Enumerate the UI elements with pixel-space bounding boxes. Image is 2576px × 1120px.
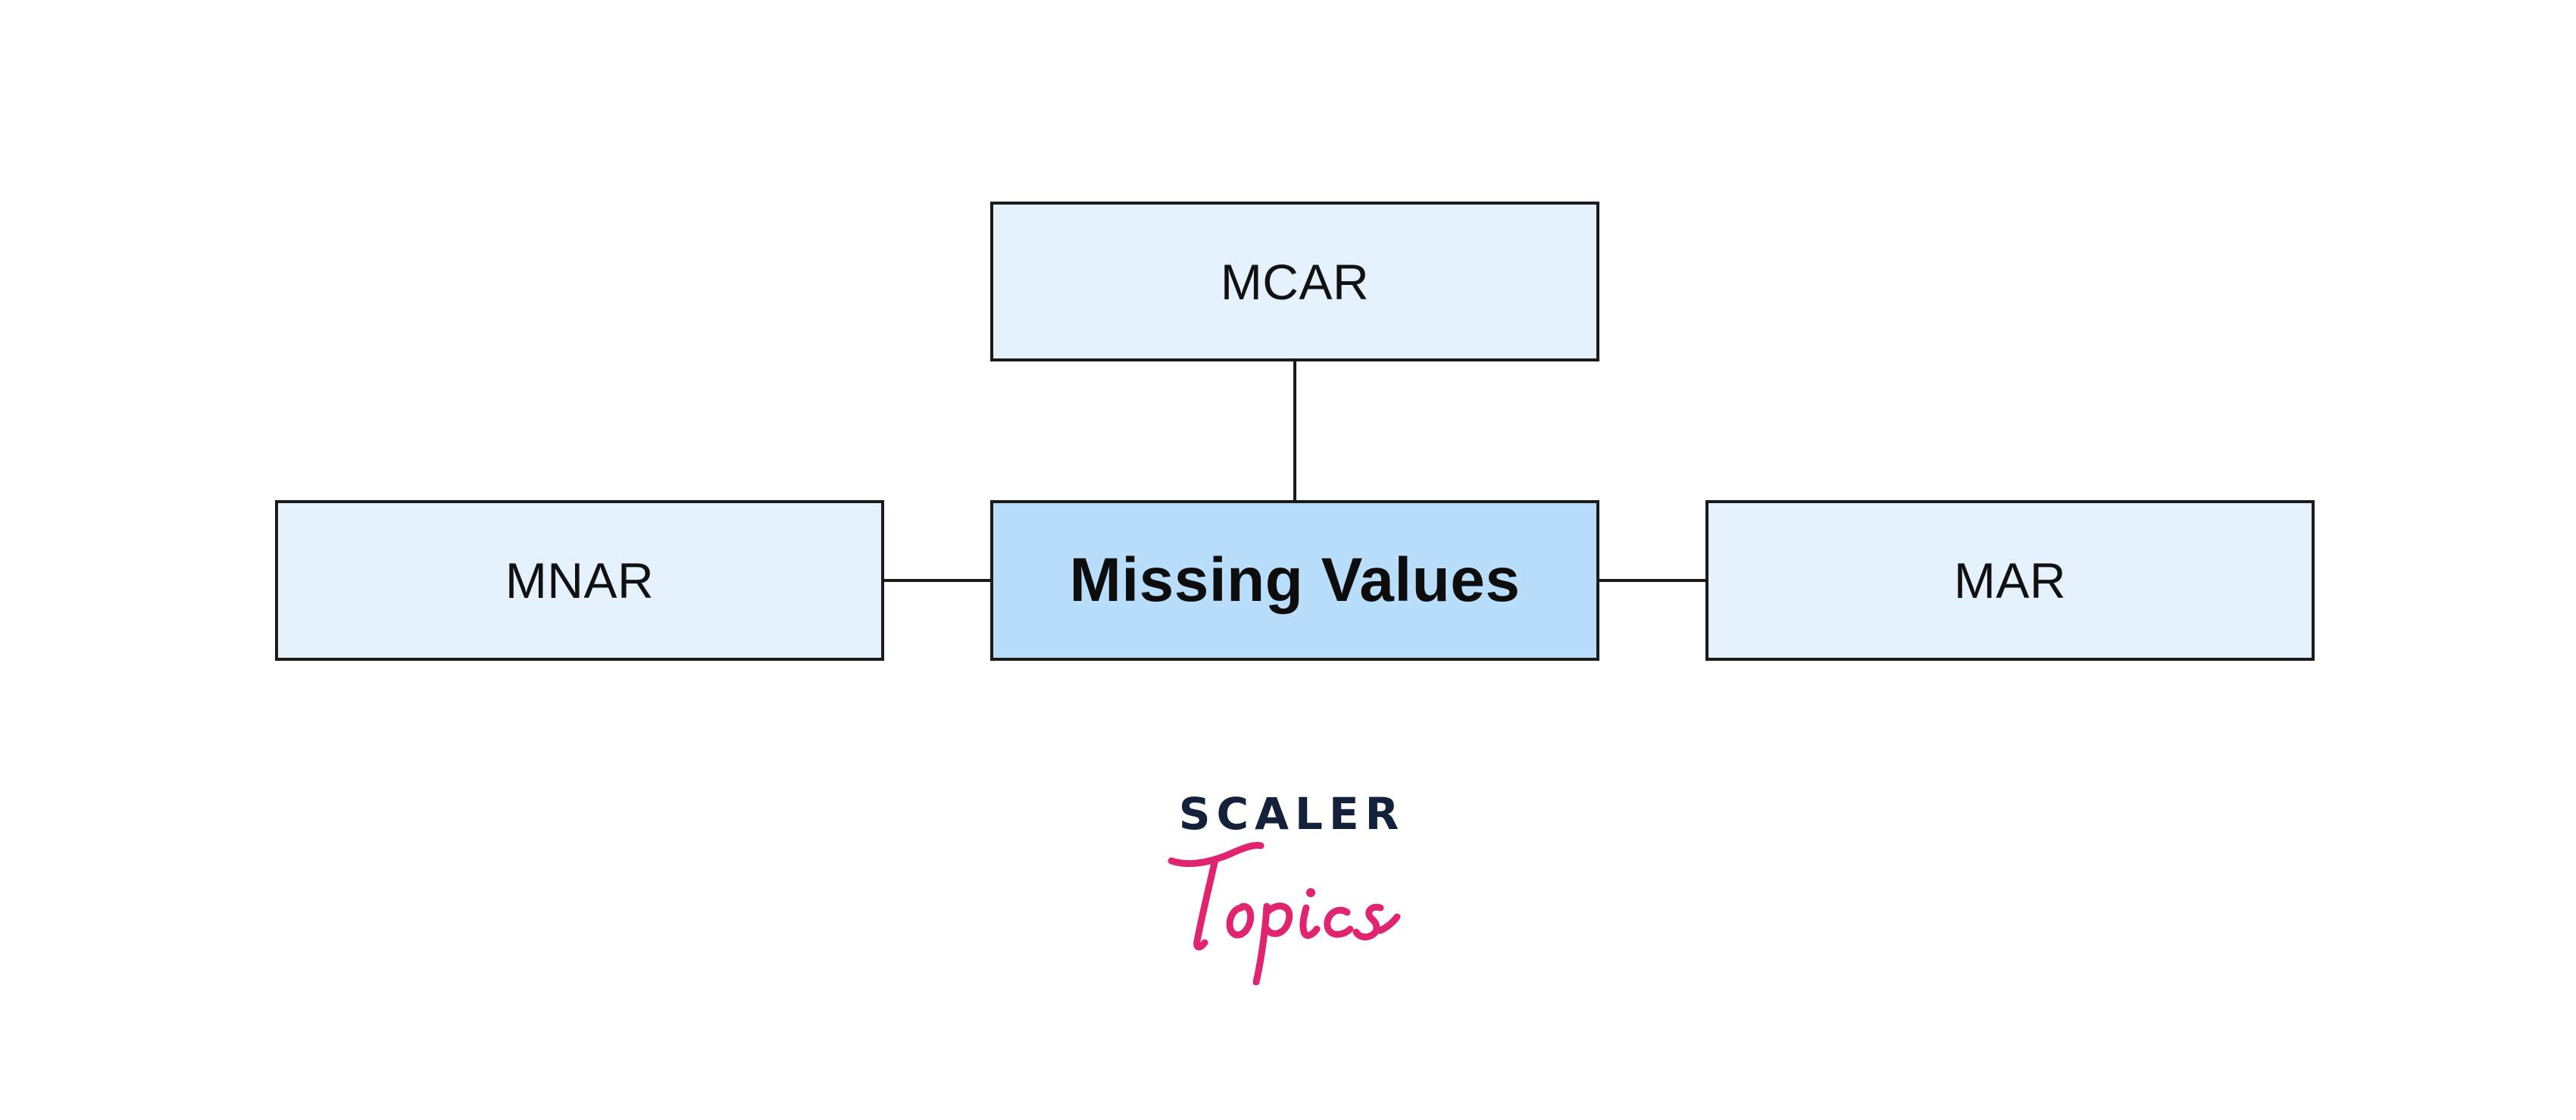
connector-left-center [883,579,992,582]
connector-center-right [1598,579,1707,582]
node-mcar-label: MCAR [1220,253,1370,310]
logo-script-topics [1168,842,1401,985]
connector-top-center [1293,360,1296,502]
node-missing-values-label: Missing Values [1069,546,1521,615]
node-mcar: MCAR [990,202,1599,361]
scaler-topics-logo: SCALER [1167,788,1417,985]
logo-wordmark-scaler: SCALER [1178,788,1405,840]
node-mar: MAR [1705,500,2315,661]
node-missing-values: Missing Values [990,500,1599,661]
node-mar-label: MAR [1953,552,2067,608]
node-mnar-label: MNAR [505,552,655,608]
node-mnar: MNAR [275,500,884,661]
